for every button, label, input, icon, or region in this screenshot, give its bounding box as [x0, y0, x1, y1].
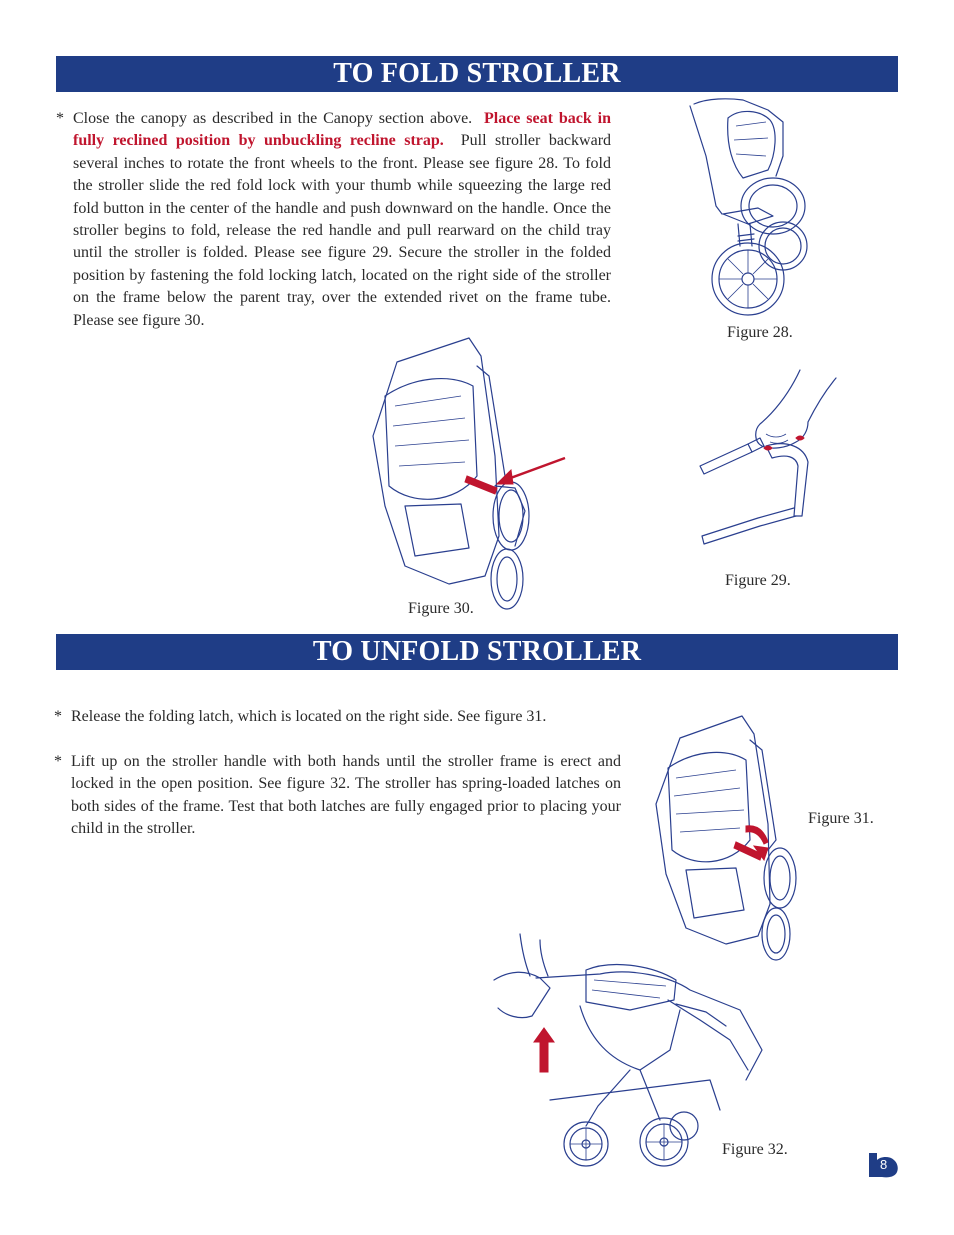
fold-instructions: * Close the canopy as described in the C…	[56, 108, 612, 332]
page-number-badge: 8	[868, 1152, 899, 1178]
figure-29-illustration	[699, 369, 837, 545]
figure-31-caption: Figure 31.	[808, 810, 874, 827]
figure-32-caption: Figure 32.	[722, 1141, 788, 1158]
bullet-marker: *	[54, 708, 62, 725]
fold-text-part2: Pull stroller backward several inches to…	[73, 132, 612, 329]
figure-32-illustration	[493, 933, 763, 1167]
figure-28-caption: Figure 28.	[727, 324, 793, 341]
bullet-marker: *	[54, 753, 62, 770]
fold-section-heading: TO FOLD STROLLER	[56, 56, 898, 92]
unfold-item-1: * Release the folding latch, which is lo…	[54, 706, 621, 728]
brand-logo-icon	[869, 1153, 898, 1178]
fold-recline-warning: Place seat back in fully reclined positi…	[73, 110, 611, 150]
figure-31-illustration	[655, 715, 797, 961]
figure-29-caption: Figure 29.	[725, 572, 791, 589]
figure-30-caption: Figure 30.	[408, 600, 474, 617]
page-number: 8	[880, 1157, 888, 1172]
figure-30-illustration	[372, 337, 566, 610]
fold-text-part1: Close the canopy as described in the Can…	[73, 110, 473, 127]
unfold-section-heading: TO UNFOLD STROLLER	[56, 634, 898, 670]
figure-28-illustration	[689, 98, 808, 316]
unfold-item-2: * Lift up on the stroller handle with bo…	[54, 751, 621, 841]
bullet-marker: *	[56, 110, 64, 127]
unfold-item-2-text: Lift up on the stroller handle with both…	[71, 753, 621, 838]
unfold-item-1-text: Release the folding latch, which is loca…	[71, 708, 547, 725]
